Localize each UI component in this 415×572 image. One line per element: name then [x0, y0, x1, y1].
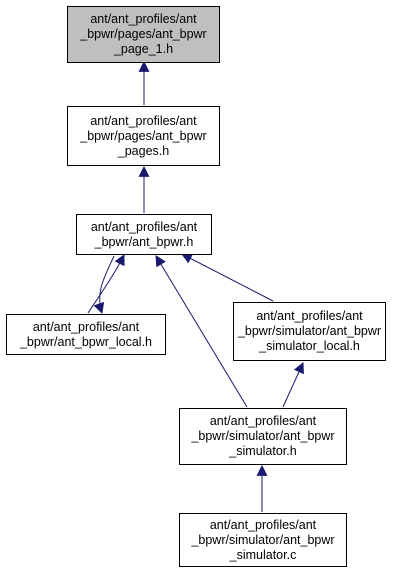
node-line: _bpwr/simulator/ant_bpwr [191, 429, 335, 443]
node-line: ant/ant_profiles/ant [90, 12, 197, 26]
node-line: _bpwr/pages/ant_bpwr [80, 27, 207, 41]
edge-simulator-h-to-bpwr [155, 255, 248, 408]
edge-sim-local-to-bpwr [181, 253, 274, 302]
node-line: _bpwr/simulator/ant_bpwr [237, 324, 382, 338]
node-ant-bpwr-pages-h[interactable]: ant/ant_profiles/ant _bpwr/pages/ant_bpw… [67, 106, 220, 166]
node-line: _simulator.c [229, 547, 297, 562]
node-line: _bpwr/simulator/ant_bpwr [191, 532, 335, 547]
node-line: _bpwr/ant_bpwr_local.h [19, 334, 153, 349]
edge-bpwr-local-to-bpwr [87, 254, 125, 314]
node-line: _pages.h [117, 143, 170, 158]
node-ant-bpwr-simulator-c[interactable]: ant/ant_profiles/ant _bpwr/simulator/ant… [179, 513, 347, 567]
node-line: _simulator_local.h [259, 339, 360, 353]
node-line: ant/ant_profiles/ant [90, 113, 197, 128]
node-line: ant/ant_profiles/ant [32, 319, 140, 334]
edge-bpwr-to-bpwr-local [93, 255, 115, 315]
node-ant-bpwr-page-1-h: ant/ant_profiles/ant _bpwr/pages/ant_bpw… [67, 6, 220, 63]
node-line: _simulator.h [229, 444, 297, 458]
node-line: ant/ant_profiles/ant [256, 309, 363, 323]
node-ant-bpwr-simulator-local-h[interactable]: ant/ant_profiles/ant _bpwr/simulator/ant… [233, 302, 386, 361]
node-line: _bpwr/pages/ant_bpwr [80, 128, 207, 143]
node-line: ant/ant_profiles/ant [209, 517, 317, 532]
node-line: _bpwr/ant_bpwr.h [94, 234, 194, 249]
node-line: ant/ant_profiles/ant [209, 414, 317, 428]
node-ant-bpwr-simulator-h[interactable]: ant/ant_profiles/ant _bpwr/simulator/ant… [179, 408, 347, 465]
node-line: _page_1.h [113, 42, 174, 56]
node-line: ant/ant_profiles/ant [90, 219, 198, 234]
node-ant-bpwr-local-h[interactable]: ant/ant_profiles/ant _bpwr/ant_bpwr_loca… [6, 314, 166, 355]
edge-simulator-h-to-sim-local [282, 361, 304, 408]
node-ant-bpwr-h[interactable]: ant/ant_profiles/ant _bpwr/ant_bpwr.h [76, 214, 212, 255]
